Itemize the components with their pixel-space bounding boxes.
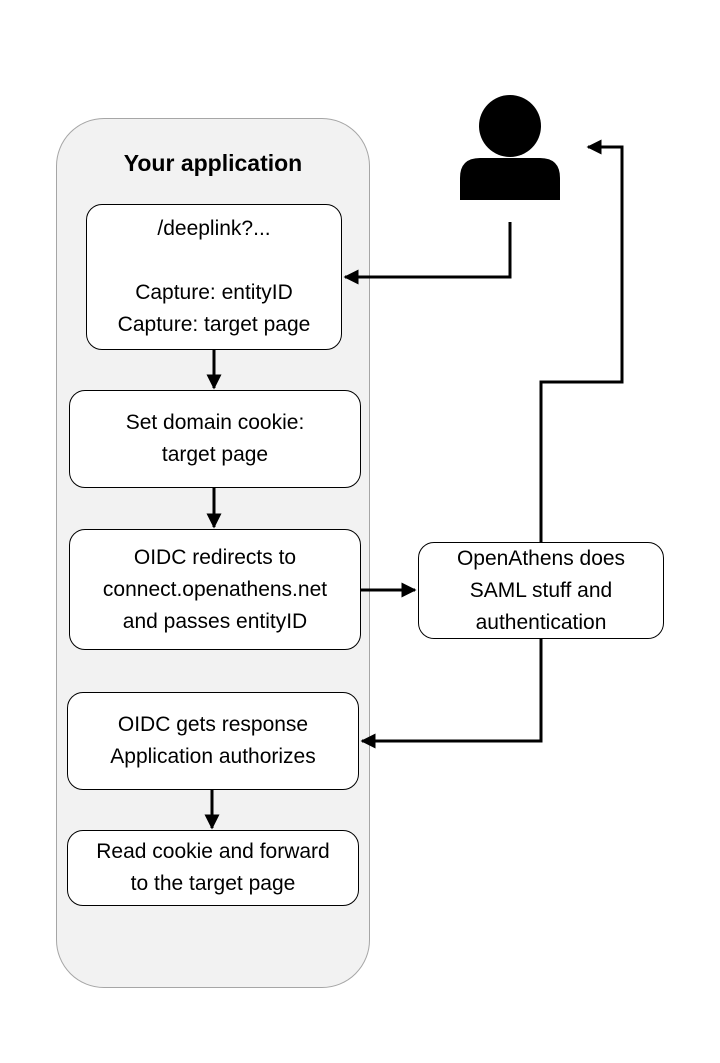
oidc-redirect-box: OIDC redirects to connect.openathens.net… (69, 529, 361, 650)
openathens-line1: OpenAthens does (456, 546, 626, 570)
read-cookie-line1: Read cookie and forward (96, 840, 330, 863)
oidc-response-line2: Application authorizes (110, 745, 316, 768)
deeplink-box: /deeplink?... Capture: entityID Capture:… (86, 204, 342, 350)
openathens-line2: SAML stuff and (469, 578, 613, 602)
read-cookie-line2: to the target page (130, 872, 296, 895)
set-cookie-line1: Set domain cookie: (125, 411, 305, 434)
deeplink-line2: Capture: entityID (135, 281, 293, 304)
user-icon (460, 95, 560, 200)
openathens-line3: authentication (475, 610, 607, 634)
deeplink-line3: Capture: target page (117, 313, 311, 336)
oidc-redirect-line3: and passes entityID (122, 609, 308, 633)
set-cookie-box: Set domain cookie: target page (69, 390, 361, 488)
openathens-box: OpenAthens does SAML stuff and authentic… (418, 542, 664, 639)
oidc-redirect-line1: OIDC redirects to (133, 545, 297, 569)
read-cookie-box: Read cookie and forward to the target pa… (67, 830, 359, 906)
oidc-response-line1: OIDC gets response (117, 713, 309, 736)
deeplink-line1: /deeplink?... (157, 217, 271, 240)
application-title: Your application (123, 150, 303, 176)
arrow-openathens-to-user (539, 139, 624, 542)
oidc-response-box: OIDC gets response Application authorize… (67, 692, 359, 790)
oidc-redirect-line2: connect.openathens.net (102, 577, 328, 601)
arrow-user-to-deeplink (343, 222, 512, 285)
set-cookie-line2: target page (161, 443, 269, 466)
arrow-openathens-to-response (360, 639, 543, 749)
